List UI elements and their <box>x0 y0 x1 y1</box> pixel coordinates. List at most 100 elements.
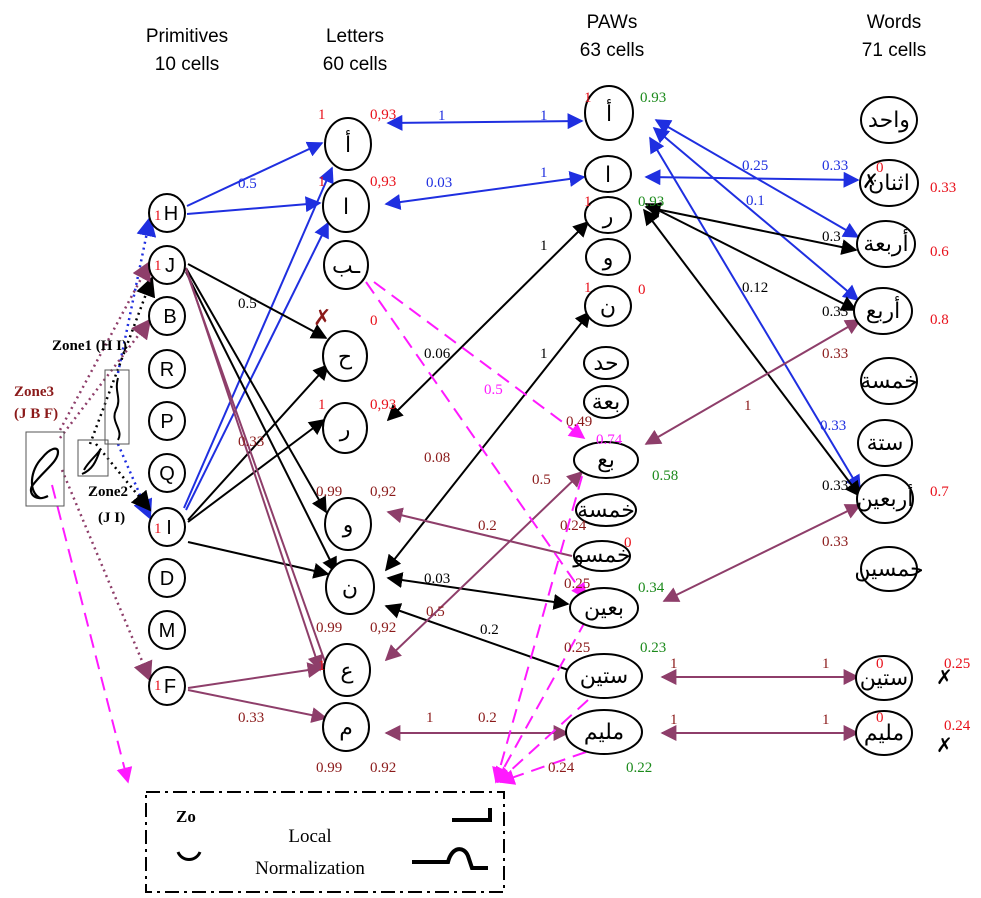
zone2-box <box>77 439 109 477</box>
primitives-header: Primitives <box>146 26 228 47</box>
primitive-cell <box>148 558 186 598</box>
letter-cell <box>322 179 370 233</box>
edge-weight: 0.33 <box>238 434 264 450</box>
edge-weight: 0.33 <box>822 304 848 320</box>
normalization-zo: Zo <box>176 807 196 826</box>
paw-value: 1 <box>584 280 592 296</box>
zone2-label: Zone2 <box>88 484 128 500</box>
edge-weight: 0.1 <box>746 193 765 209</box>
paws-count: 63 cells <box>580 40 644 61</box>
word-cell <box>860 96 918 144</box>
paw-value: 0.58 <box>652 468 678 484</box>
word-cells: واحد اثنان أربعة أربع خمسة ستة أربعين خم… <box>853 96 924 756</box>
words-header: Words <box>867 12 922 33</box>
primitive-cell <box>148 507 186 547</box>
paw-value: 0.74 <box>596 432 623 448</box>
paw-cell <box>575 493 637 527</box>
word-cell <box>860 357 918 405</box>
activation-value: 1 <box>154 258 162 274</box>
normalized-glyph <box>412 847 488 870</box>
paw-value: 1 <box>584 90 592 106</box>
paw-cell <box>585 238 631 276</box>
letter-glyph: ـب <box>332 254 361 279</box>
letter-value: 0,93 <box>370 107 396 123</box>
activation-value: 1 <box>154 208 162 224</box>
edge <box>187 689 328 723</box>
edge-weight: 1 <box>426 710 434 726</box>
edges-purple <box>185 267 862 741</box>
edge-weight: 1 <box>540 108 548 124</box>
edge <box>492 454 589 784</box>
letter-glyph: و <box>342 513 354 538</box>
letter-glyph: ح <box>338 345 353 370</box>
primitive-label: B <box>163 306 176 328</box>
word-value: 0.8 <box>930 312 949 328</box>
word-value: 0.33 <box>930 180 956 196</box>
paw-cell <box>584 85 634 141</box>
word-cell <box>855 655 913 701</box>
normalized-glyph <box>452 808 492 822</box>
edge <box>186 141 324 207</box>
edge-weight: 0.06 <box>424 346 451 362</box>
edge-weight: 0.5 <box>484 382 503 398</box>
rejected-mark: ✗ <box>313 305 331 330</box>
edge-weight: 0.2 <box>478 518 497 534</box>
edge-weight: 0.2 <box>478 710 497 726</box>
edge <box>185 271 337 574</box>
primitive-cell <box>148 401 186 441</box>
primitive-activations: 1 1 1 1 <box>154 208 162 694</box>
word-glyph: اثنان <box>868 171 910 196</box>
zone3-label: Zone3 <box>14 384 54 400</box>
paw-glyph: ستين <box>580 664 628 689</box>
letter-value: 1 <box>318 397 326 413</box>
letter-cell <box>325 559 375 615</box>
paw-cell <box>565 653 643 699</box>
paws-header: PAWs <box>587 12 638 33</box>
edge <box>187 263 328 339</box>
primitive-label: I <box>166 517 172 539</box>
letter-value: 0.99 <box>316 620 342 636</box>
letter-glyph: ع <box>340 659 353 684</box>
paw-cell <box>584 196 632 234</box>
paw-cell <box>573 540 631 572</box>
paw-glyph: بع <box>597 448 615 473</box>
letter-value: 1 <box>318 174 326 190</box>
rejected-mark: ✗ <box>936 667 953 689</box>
edge <box>384 470 584 662</box>
edge-weight: 0.5 <box>426 604 445 620</box>
paw-value: 0.34 <box>638 580 665 596</box>
local-normalization-box: Zo Local Normalization <box>145 791 505 893</box>
primitive-label: M <box>159 620 176 642</box>
paw-glyph: أ <box>606 99 612 127</box>
word-cell <box>856 474 914 524</box>
handwriting-stroke <box>81 449 101 475</box>
paw-value: 1 <box>584 194 592 210</box>
word-value: 0 <box>876 656 884 672</box>
word-value: 0 <box>876 160 884 176</box>
zone-labels: Zone1 (H I) Zone2 (J I) Zone3 (J B F) <box>14 338 128 526</box>
word-glyph: ستين <box>860 666 908 691</box>
paw-cell <box>583 346 629 380</box>
letter-cell <box>322 330 368 382</box>
edge <box>386 113 584 131</box>
handwriting-stroke <box>113 377 121 441</box>
primitive-cell <box>148 453 186 493</box>
word-glyph: أربعة <box>863 229 908 257</box>
primitive-label: R <box>160 359 174 381</box>
edge <box>662 504 862 602</box>
zone3-label-primitives: (J B F) <box>14 406 58 422</box>
letter-value: 0,93 <box>370 397 396 413</box>
edge-weight: 0.5 <box>238 296 257 312</box>
letter-value: 0.92 <box>370 760 396 776</box>
edge <box>384 603 575 673</box>
letter-cell <box>322 702 370 752</box>
edge <box>386 572 570 610</box>
paw-value: 0.23 <box>640 640 666 656</box>
primitive-label: Q <box>159 463 175 485</box>
edge-weight: 1 <box>744 398 752 414</box>
normalization-subtitle: Normalization <box>255 858 365 879</box>
edge-weight: 0.03 <box>424 571 450 587</box>
edge-weight: 1 <box>670 712 678 728</box>
paw-value: 0 <box>638 282 646 298</box>
letter-cell <box>324 117 372 171</box>
